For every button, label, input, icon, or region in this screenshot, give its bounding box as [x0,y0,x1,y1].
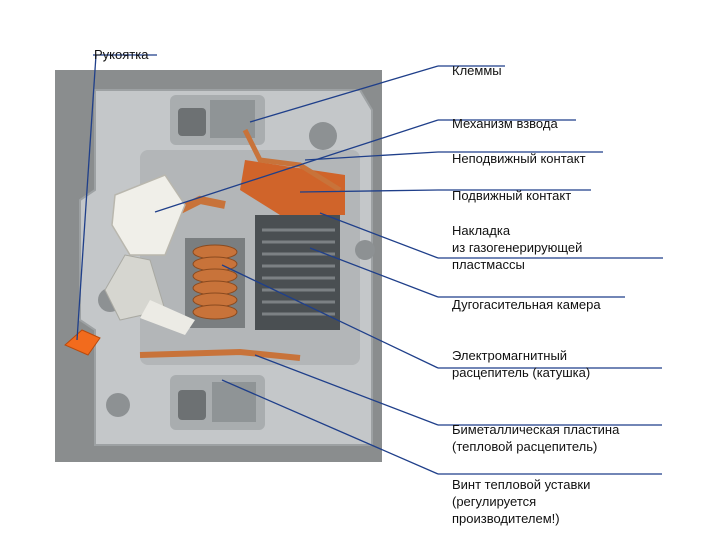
leader-electromagnetic-release [221,264,439,369]
mounting-hole-top [309,122,337,150]
bottom-terminal-screw [178,390,206,420]
label-arc-chamber: Дугогасительная камера [452,297,601,312]
bimetal-strip [139,348,301,361]
label-electromagnetic-release: Электромагнитный расцепитель (катушка) [452,348,591,380]
label-bimetal-plate: Биметаллическая пластина (тепловой расце… [452,422,620,454]
handle-tip [64,329,101,356]
leader-gas-plastic [319,212,439,259]
mounting-hole-left [106,393,130,417]
bottom-terminal-clamp [212,382,256,422]
mechanism-link [140,300,195,335]
leader-arc-chamber [309,247,439,298]
leader-fixed-contact [304,151,439,161]
top-terminal-screw [178,108,206,136]
leader-moving-contact [299,189,439,193]
label-terminals: Клеммы [452,63,502,78]
arc-chamber [255,215,340,330]
label-fixed-contact: Неподвижный контакт [452,151,586,166]
label-gas-plastic: Накладка из газогенерирующей пластмассы [452,223,583,272]
leader-handle [76,54,97,341]
mounting-hole-right [355,240,375,260]
leader-terminals [249,65,439,123]
copper-conductor-top [242,128,342,193]
gas-plastic-plate [240,160,345,215]
label-cocking-mechanism: Механизм взвода [452,116,558,131]
leader-cocking-mechanism [154,119,439,213]
leader-bimetal-plate [254,354,439,426]
label-handle: Рукоятка [94,47,149,62]
leader-thermal-screw [221,379,439,475]
cocking-mechanism [111,174,186,256]
label-thermal-screw: Винт тепловой уставки (регулируется прои… [452,477,591,526]
label-moving-contact: Подвижный контакт [452,188,572,203]
